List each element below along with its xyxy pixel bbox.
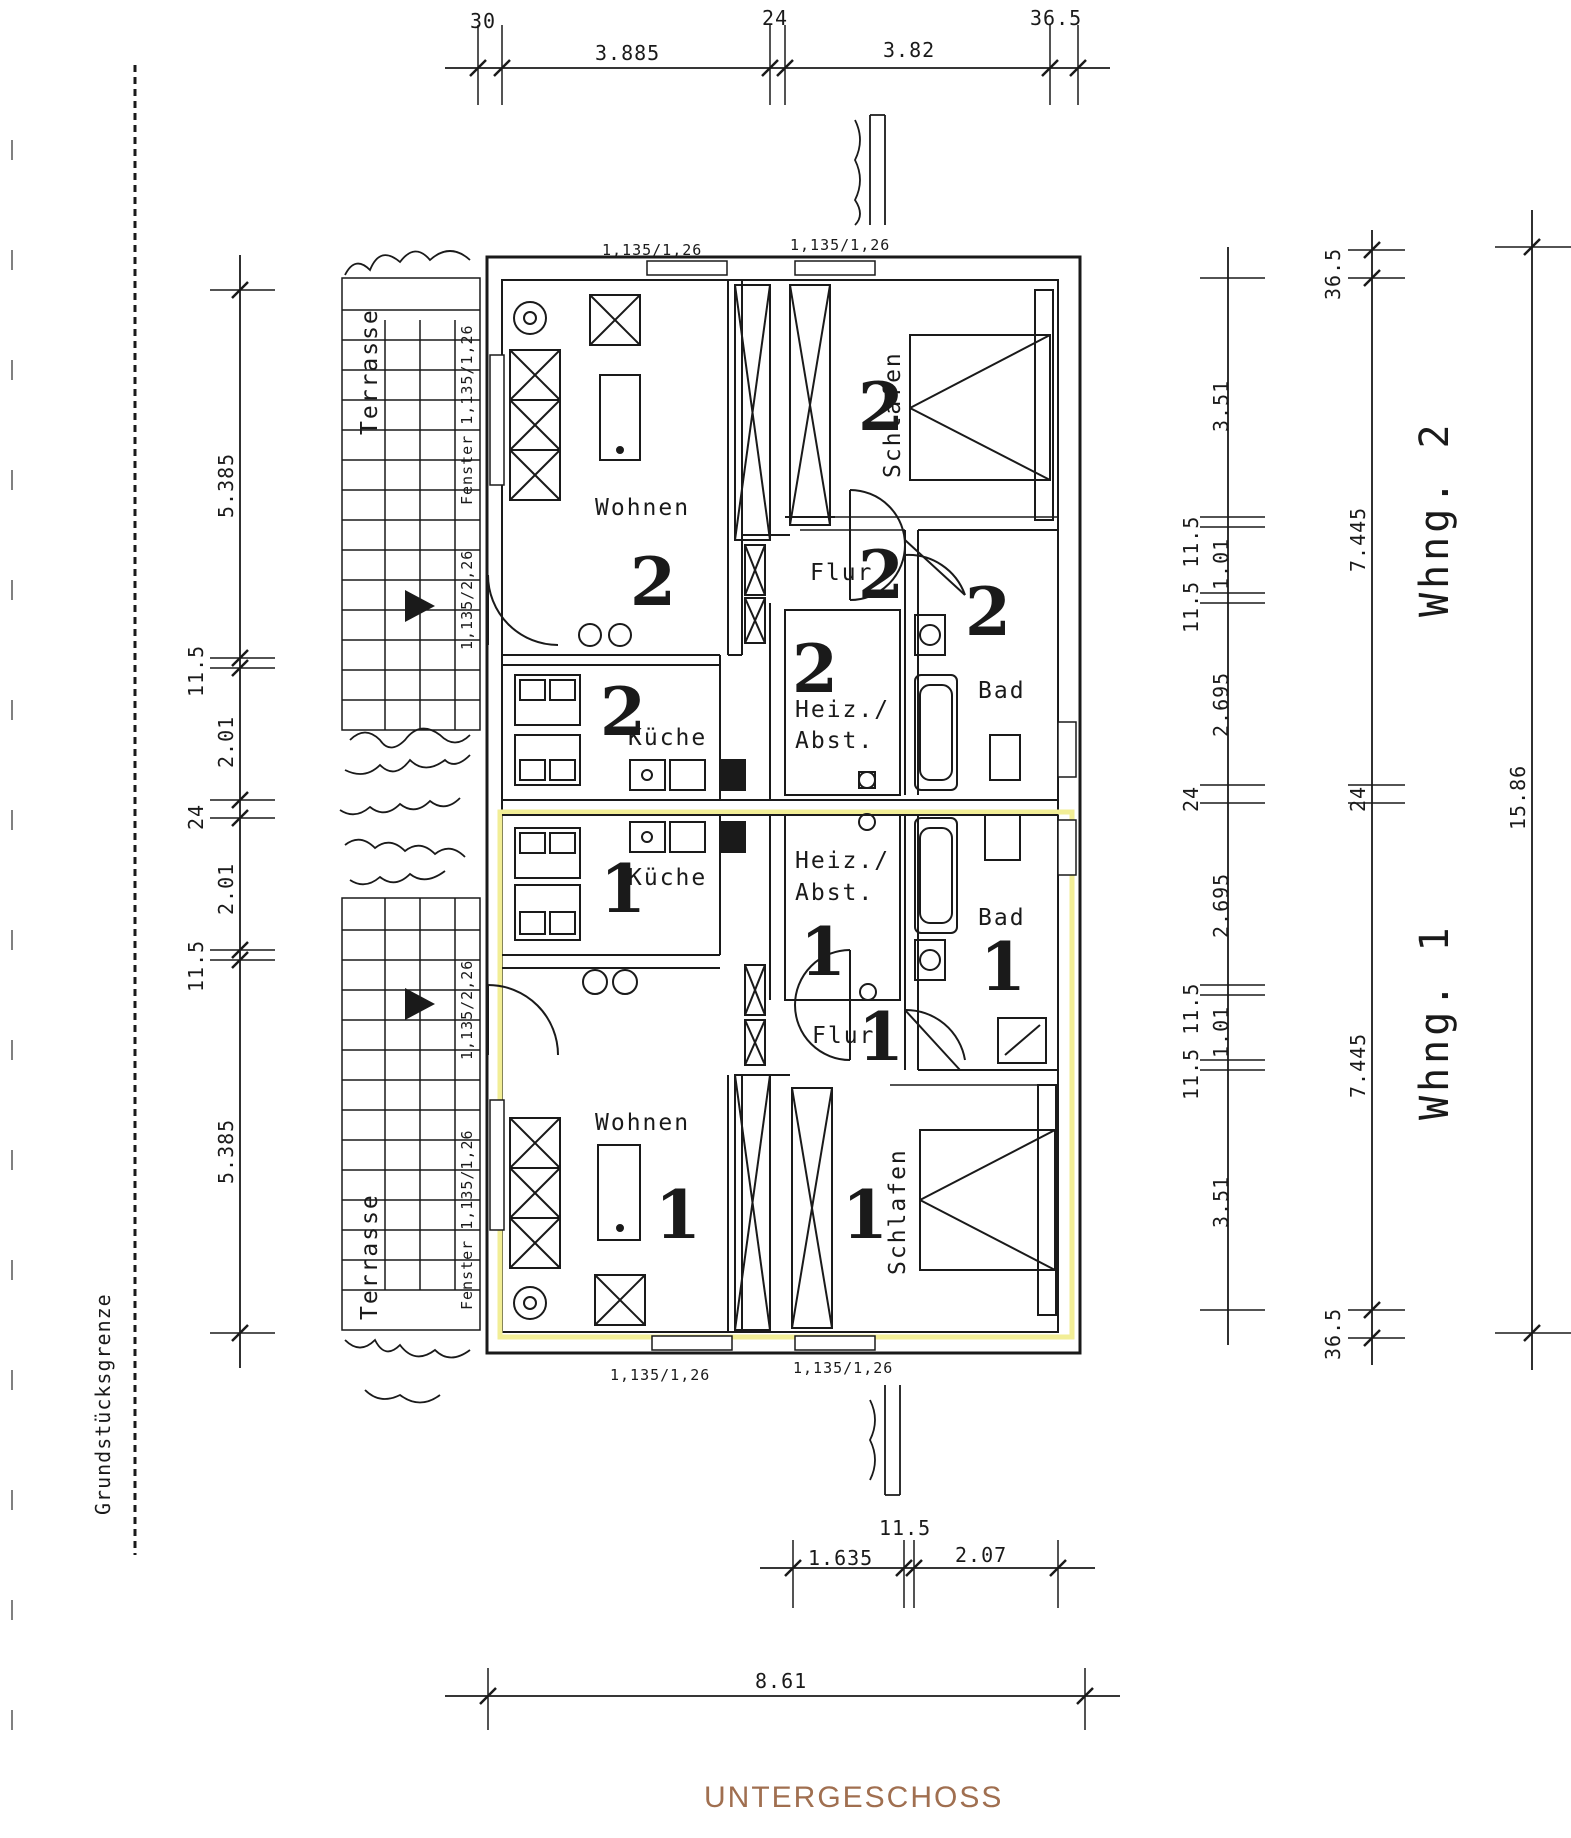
dim-top-wall-mid: 24 <box>762 6 788 30</box>
dim-right-party-wall: 24 <box>1179 786 1203 812</box>
dim-outer-wall-top: 36.5 <box>1321 248 1345 300</box>
window-bottom-left: 1,135/1,26 <box>610 1366 710 1384</box>
dim-left-upper: 5.385 <box>214 453 238 518</box>
furniture-unit-1 <box>487 813 1057 1331</box>
room-flur-1: Flur <box>812 1023 875 1049</box>
building-walls <box>485 255 1082 1355</box>
dim-top-right-span: 3.82 <box>883 38 935 62</box>
unit-number-kueche-2: 2 <box>600 673 646 751</box>
room-heiz-1-line1: Heiz./ <box>795 848 890 874</box>
unit-number-flur-1: 1 <box>858 998 904 1076</box>
dim-outer-party-wall: 24 <box>1346 786 1370 812</box>
unit-number-schlafen-2: 2 <box>858 368 904 446</box>
dim-right-schlafen-2: 3.51 <box>1209 380 1233 432</box>
dim-left-party-wall: 24 <box>184 804 208 830</box>
door-window-label-lower: 1,135/2,26 <box>458 960 476 1060</box>
room-kueche-1: Küche <box>628 865 707 891</box>
dim-right-walls-1: 11.5 11.5 <box>1179 983 1203 1100</box>
window-label-upper: Fenster 1,135/1,26 <box>458 324 476 505</box>
dim-left-kitchen-2: 2.01 <box>214 716 238 768</box>
terrace-label-lower: Terrasse <box>357 1193 383 1320</box>
dim-left-kitchen-1: 2.01 <box>214 863 238 915</box>
dim-bottom-total: 8.61 <box>755 1669 807 1693</box>
room-bad-2: Bad <box>978 678 1026 704</box>
room-wohnen-1: Wohnen <box>595 1110 690 1136</box>
dim-right-schlafen-1: 3.51 <box>1209 1176 1233 1228</box>
unit-2-numbers: 2 2 2 2 2 2 <box>600 368 1011 751</box>
dim-outer-total: 15.86 <box>1506 765 1530 830</box>
room-heiz-2-line1: Heiz./ <box>795 697 890 723</box>
terrace-lower-arrow <box>405 988 435 1020</box>
room-bad-1: Bad <box>978 905 1026 931</box>
dim-outer-unit-1: 7.445 <box>1346 1033 1370 1098</box>
unit-number-bad-2: 2 <box>965 573 1011 651</box>
unit-label-1: Whng. 1 <box>1412 923 1458 1120</box>
dim-bottom-span-left: 1.635 <box>808 1546 873 1570</box>
room-wohnen-2: Wohnen <box>595 495 690 521</box>
dim-right-walls-2: 11.5 11.5 <box>1179 516 1203 633</box>
terrace-lower <box>341 897 481 1331</box>
dim-top-wall-right: 36.5 <box>1030 6 1082 30</box>
right-outer-dimension-chain: 36.5 7.445 24 7.445 36.5 15.86 <box>1321 210 1571 1370</box>
left-dimension-chain: 5.385 11.5 2.01 24 2.01 11.5 5.385 <box>184 255 275 1368</box>
dim-outer-wall-bottom: 36.5 <box>1321 1308 1345 1360</box>
unit-number-schlafen-1: 1 <box>842 1176 888 1254</box>
dim-outer-unit-2: 7.445 <box>1346 507 1370 572</box>
room-heiz-2-line2: Abst. <box>795 728 874 754</box>
terrace-upper-arrow <box>405 590 435 622</box>
dim-right-bad-2: 2.695 <box>1209 672 1233 737</box>
unit-number-wohnen-1: 1 <box>655 1176 701 1254</box>
dim-right-flur-1: 1.01 <box>1209 1006 1233 1058</box>
unit-number-bad-1: 1 <box>980 928 1026 1006</box>
dim-top-wall-left: 30 <box>470 9 496 33</box>
top-dimension-chain: 30 3.885 24 3.82 36.5 <box>445 6 1110 105</box>
room-kueche-2: Küche <box>628 725 707 751</box>
window-top-right: 1,135/1,26 <box>790 236 890 254</box>
terrace-upper <box>341 277 481 731</box>
room-schlafen-1: Schlafen <box>885 1148 911 1275</box>
window-bottom-right: 1,135/1,26 <box>793 1359 893 1377</box>
window-top-left: 1,135/1,26 <box>602 241 702 259</box>
right-inner-dimension-chain: 3.51 11.5 11.5 1.01 2.695 24 2.695 11.5 … <box>1179 247 1265 1345</box>
unit-number-flur-2: 2 <box>858 536 904 614</box>
unit-number-heiz-2: 2 <box>792 630 838 708</box>
dim-left-wall-b: 11.5 <box>184 940 208 992</box>
hedge-scribbles <box>339 114 901 1496</box>
dim-right-bad-1: 2.695 <box>1209 873 1233 938</box>
window-label-lower: Fenster 1,135/1,26 <box>458 1129 476 1310</box>
unit-number-wohnen-2: 2 <box>630 543 676 621</box>
dim-top-left-span: 3.885 <box>595 41 660 65</box>
room-schlafen-2: Schlafen <box>880 351 906 478</box>
room-flur-2: Flur <box>810 560 873 586</box>
dim-left-wall-a: 11.5 <box>184 645 208 697</box>
unit-1-numbers: 1 1 1 1 1 1 <box>600 850 1026 1254</box>
dim-right-flur-2: 1.01 <box>1209 538 1233 590</box>
dim-bottom-span-right: 2.07 <box>955 1543 1007 1567</box>
unit-label-2: Whng. 2 <box>1412 420 1458 617</box>
dim-bottom-wall: 11.5 <box>879 1516 931 1540</box>
windows <box>489 260 1077 1351</box>
property-boundary: Grundstücksgrenze <box>91 65 137 1555</box>
bottom-dimension-chain: 11.5 1.635 2.07 8.61 <box>445 1516 1120 1730</box>
property-boundary-label: Grundstücksgrenze <box>91 1293 115 1515</box>
door-window-label-upper: 1,135/2,26 <box>458 550 476 650</box>
terrace-label-upper: Terrasse <box>357 308 383 435</box>
room-heiz-1-line2: Abst. <box>795 880 874 906</box>
unit-number-kueche-1: 1 <box>600 850 646 928</box>
unit-number-heiz-1: 1 <box>800 913 846 991</box>
furniture-unit-2 <box>487 284 1054 791</box>
dim-left-lower: 5.385 <box>214 1119 238 1184</box>
page-title: Untergeschoss <box>704 1781 1003 1814</box>
